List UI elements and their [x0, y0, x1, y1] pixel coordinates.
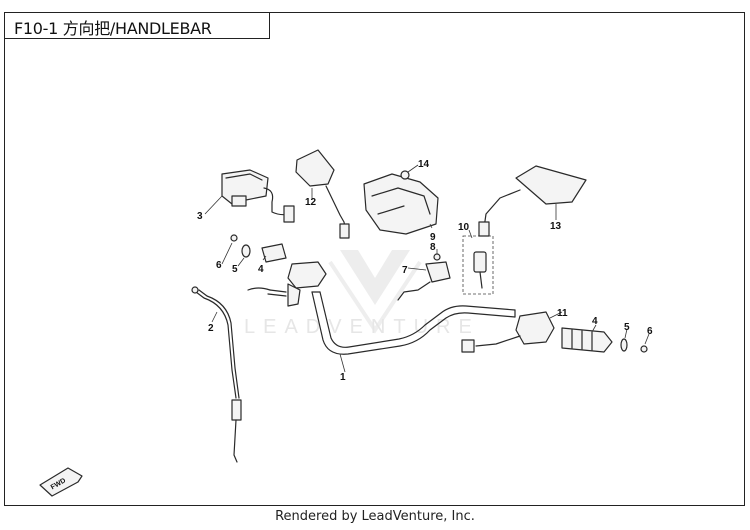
- callout-4-left: 4: [258, 264, 264, 275]
- left-grip-parts: [230, 234, 287, 263]
- callout-12: 12: [305, 197, 317, 208]
- callout-13: 13: [550, 221, 562, 232]
- bolt-14: [400, 170, 410, 180]
- switch-bracket: [397, 253, 451, 301]
- callout-8: 8: [430, 242, 436, 253]
- page-title: F10-1 方向把/HANDLEBAR: [14, 19, 212, 38]
- leader-lines: [204, 164, 650, 373]
- callout-4-right: 4: [592, 316, 598, 327]
- callout-1: 1: [340, 372, 346, 383]
- callout-10: 10: [458, 222, 470, 233]
- callout-3: 3: [197, 211, 203, 222]
- callout-9: 9: [430, 232, 436, 243]
- cable: [191, 286, 242, 463]
- handlebar: [311, 291, 516, 355]
- right-switch-housing: [461, 311, 555, 353]
- right-grip-parts: [561, 327, 648, 353]
- left-switch-assembly: [247, 261, 327, 307]
- callout-11: 11: [557, 308, 568, 319]
- master-cylinder: [221, 169, 295, 223]
- callout-5-right: 5: [624, 322, 630, 333]
- forward-direction-arrow: FWD: [39, 467, 83, 497]
- right-mirror: [478, 165, 587, 237]
- connector: [462, 235, 494, 295]
- callout-5-left: 5: [232, 264, 238, 275]
- diagram-frame: [4, 12, 745, 506]
- watermark-logo: [328, 250, 422, 334]
- callout-14: 14: [418, 159, 430, 170]
- callout-7: 7: [402, 265, 408, 276]
- handlebar-cover: [363, 173, 439, 235]
- callout-6-right: 6: [647, 326, 653, 337]
- left-mirror: [295, 149, 350, 239]
- footer-credit: Rendered by LeadVenture, Inc.: [275, 509, 475, 524]
- title-box: F10-1 方向把/HANDLEBAR: [4, 12, 270, 39]
- callout-6-left: 6: [216, 260, 222, 271]
- callout-2: 2: [208, 323, 214, 334]
